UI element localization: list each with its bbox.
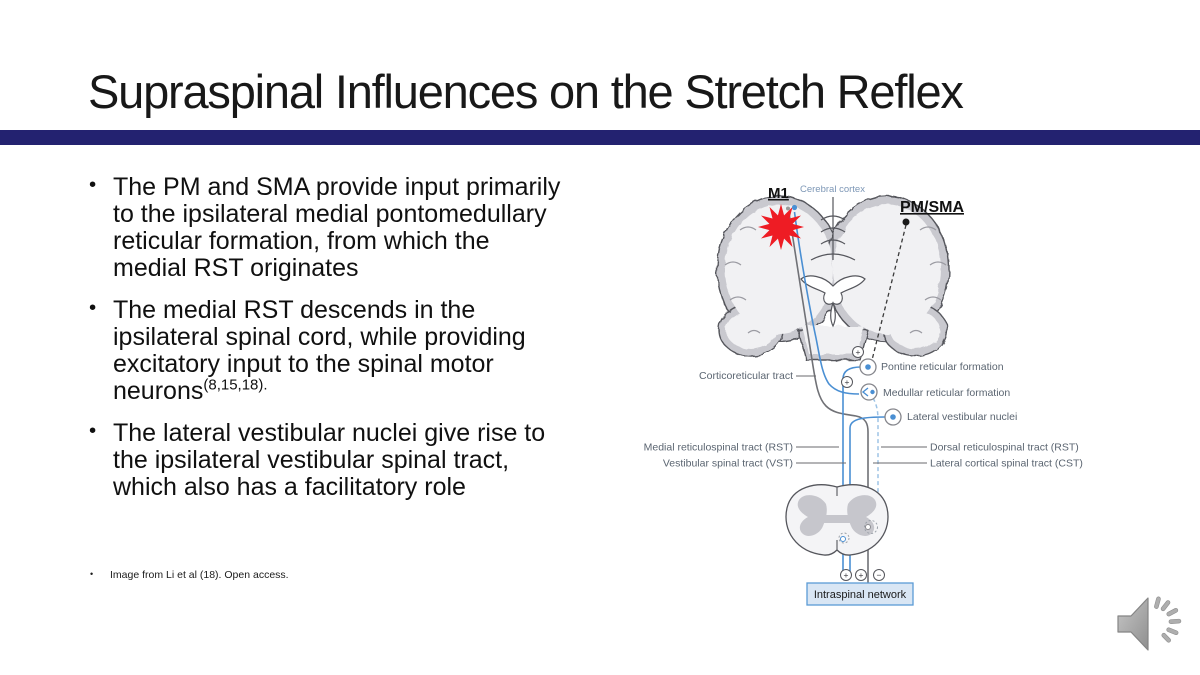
label-medullar-reticular-formation: Medullar reticular formation: [883, 387, 1010, 399]
lesion-starburst-icon: [758, 204, 804, 250]
label-dorsal-rst: Dorsal reticulospinal tract (RST): [930, 442, 1079, 454]
sulci-lines: [724, 226, 947, 334]
leader-lines: [796, 375, 927, 464]
intraspinal-network-box: [806, 582, 914, 606]
title-accent-bar: [0, 130, 1200, 145]
minus-icon: −: [877, 570, 882, 580]
label-pontine-reticular-formation: Pontine reticular formation: [881, 361, 1004, 373]
label-medial-rst: Medial reticulospinal tract (RST): [644, 442, 793, 454]
ventricles: [800, 275, 866, 328]
corticoreticular-tract-line: [793, 211, 860, 395]
bullet-item: The PM and SMA provide input primarily t…: [86, 174, 564, 282]
label-intraspinal-network: Intraspinal network: [814, 589, 907, 601]
label-pm-sma: PM/SMA: [900, 199, 964, 216]
spinal-cord-section: [785, 484, 889, 556]
plus-icon: +: [856, 347, 861, 357]
label-lateral-vestibular-nuclei: Lateral vestibular nuclei: [907, 411, 1017, 423]
plus-icon: +: [844, 570, 849, 580]
brain-section: [716, 195, 950, 361]
page-title: Supraspinal Influences on the Stretch Re…: [88, 65, 964, 118]
image-credit: Image from Li et al (18). Open access.: [88, 569, 289, 581]
label-vst: Vestibular spinal tract (VST): [663, 458, 793, 470]
medullar-node-dot: [870, 389, 875, 395]
synapse-dashed-circle: [864, 520, 878, 534]
bottom-sign-markers: + + −: [840, 569, 885, 581]
nuclei-nodes: [859, 358, 902, 426]
synapse-dashed-circle: [838, 532, 850, 544]
midline-structures: [810, 197, 856, 261]
vst-line: [849, 416, 886, 571]
label-m1: M1: [768, 185, 789, 202]
label-lateral-cst: Lateral cortical spinal tract (CST): [930, 458, 1083, 470]
reference-superscript: (8,15,18).: [203, 376, 268, 394]
speaker-icon[interactable]: [1104, 589, 1192, 669]
pm-sma-origin-dot: [902, 218, 910, 226]
brain-tract-diagram: + +: [644, 184, 1083, 606]
bullet-item: The medial RST descends in the ipsilater…: [86, 297, 564, 405]
plus-icon: +: [859, 570, 864, 580]
speaker-body: [1117, 597, 1149, 651]
synapse-dot: [865, 524, 871, 530]
medullar-node: [860, 383, 878, 401]
plus-icon: +: [845, 377, 850, 387]
bullet-item: The lateral vestibular nuclei give rise …: [86, 420, 564, 501]
medullar-node-arrow: [861, 387, 869, 397]
bullet-list: The PM and SMA provide input primarily t…: [86, 174, 564, 516]
sign-markers: + +: [841, 346, 864, 388]
vestibular-node-dot: [890, 414, 896, 420]
label-cerebral-cortex: Cerebral cortex: [800, 184, 865, 195]
pm-sma-projection-line: [871, 224, 907, 361]
dorsal-rst-line: [872, 397, 879, 522]
label-corticoreticular-tract: Corticoreticular tract: [699, 370, 793, 382]
pontine-node-dot: [865, 364, 871, 370]
sound-wave-dashes: [1154, 596, 1182, 643]
synapse-dot: [840, 536, 846, 542]
corticoreticular-origin-dot: [791, 204, 798, 211]
cst-origin-dot: [786, 206, 790, 211]
